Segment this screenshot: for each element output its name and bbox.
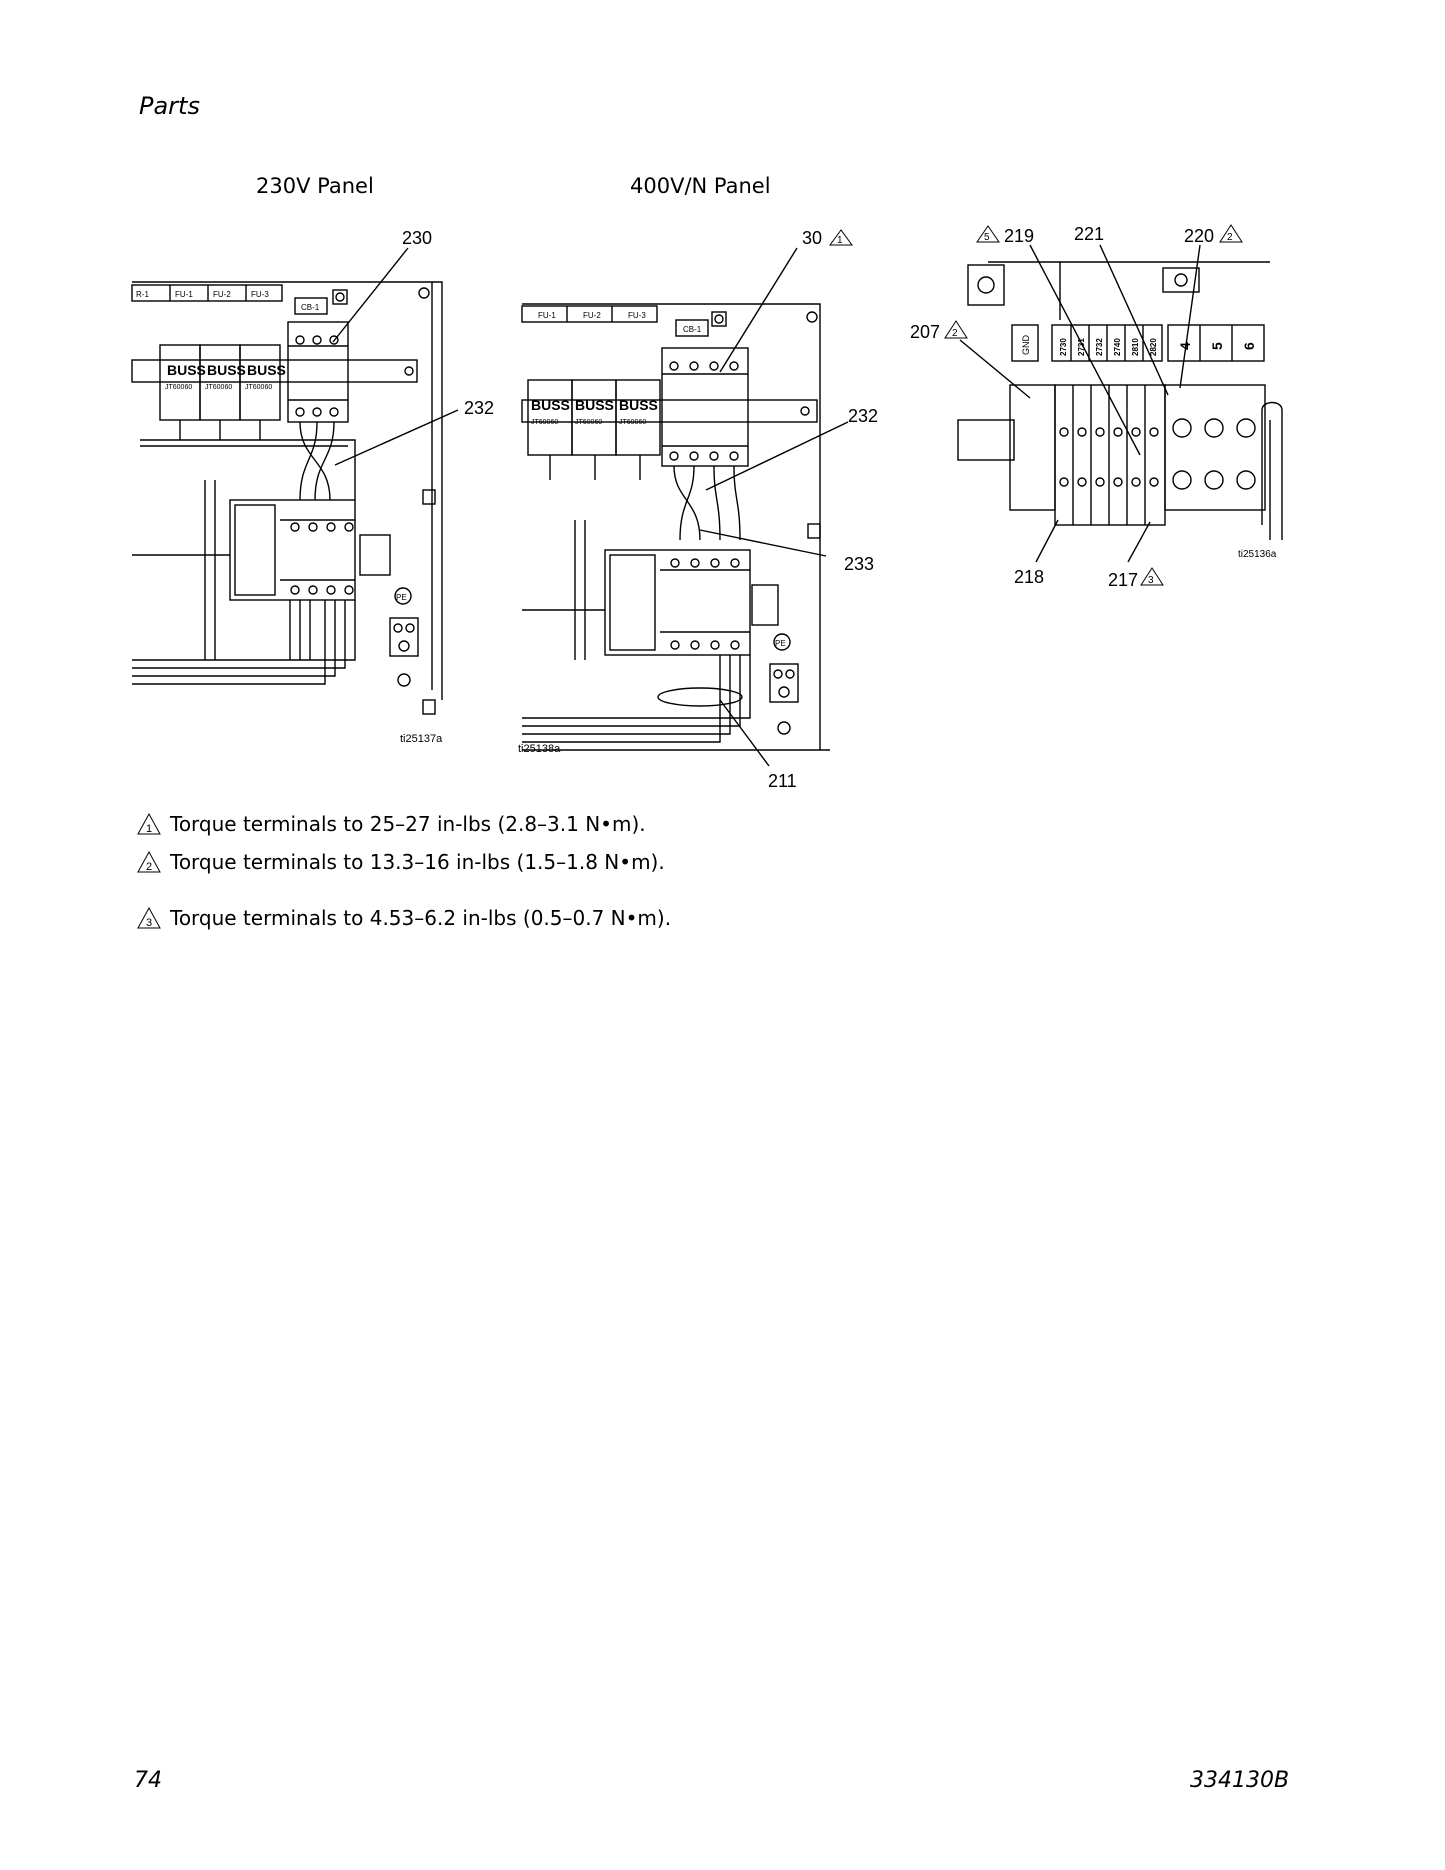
callout-232-left: 232: [464, 398, 494, 418]
note-3: 3 Torque terminals to 4.53–6.2 in-lbs (0…: [136, 904, 696, 932]
fuse-code-6: JT60060: [619, 419, 646, 426]
tb-label-2740: 2740: [1113, 338, 1122, 356]
svg-text:3: 3: [146, 917, 152, 929]
panel-title-230v: 230V Panel: [256, 174, 374, 198]
label-fu1-b: FU-1: [538, 311, 556, 320]
buss-logo-1: BUSS: [167, 362, 206, 378]
note-1-text: Torque terminals to 25–27 in-lbs (2.8–3.…: [170, 812, 646, 836]
pe-label-400: PE: [775, 639, 786, 648]
panel-title-400v: 400V/N Panel: [630, 174, 771, 198]
ref-code-tb: ti25136a: [1238, 549, 1277, 560]
tb-label-2731: 2731: [1077, 338, 1086, 356]
label-fu2-b: FU-2: [583, 311, 601, 320]
callout-219-mark: 5: [984, 232, 990, 243]
tb-label-6: 6: [1241, 342, 1257, 350]
label-cb1-b: CB-1: [683, 325, 702, 334]
fuse-code-3: JT60060: [245, 384, 272, 391]
callout-218: 218: [1014, 567, 1044, 587]
label-fu3-b: FU-3: [628, 311, 646, 320]
section-header: Parts: [139, 92, 200, 120]
buss-logo-3: BUSS: [247, 362, 286, 378]
callout-221: 221: [1074, 224, 1104, 244]
note-3-text: Torque terminals to 4.53–6.2 in-lbs (0.5…: [170, 906, 672, 930]
buss-logo-5: BUSS: [575, 397, 614, 413]
tb-label-4: 4: [1177, 342, 1193, 350]
label-r1: R-1: [136, 290, 149, 299]
note-3-triangle-icon: 3: [137, 906, 161, 929]
note-2: 2 Torque terminals to 13.3–16 in-lbs (1.…: [136, 848, 696, 876]
fuse-code-4: JT60060: [531, 419, 558, 426]
label-fu3: FU-3: [251, 290, 269, 299]
label-fu1: FU-1: [175, 290, 193, 299]
buss-logo-2: BUSS: [207, 362, 246, 378]
svg-text:1: 1: [146, 823, 152, 835]
panel-400v-drawing: FU-1 FU-2 FU-3 CB-1 BUSS BUSS BUSS JT600…: [518, 228, 878, 791]
callout-30: 30: [802, 228, 822, 248]
tb-label-2820: 2820: [1149, 338, 1158, 356]
callout-207-mark: 2: [952, 328, 958, 339]
label-cb1: CB-1: [301, 303, 320, 312]
ref-code-400: ti25138a: [518, 743, 561, 755]
callout-211: 211: [768, 771, 797, 791]
note-1-triangle-icon: 1: [137, 812, 161, 835]
callout-220-mark: 2: [1227, 232, 1233, 243]
fuse-code-1: JT60060: [165, 384, 192, 391]
ref-code-230: ti25137a: [400, 733, 443, 745]
note-2-text: Torque terminals to 13.3–16 in-lbs (1.5–…: [170, 850, 665, 874]
pe-label-230: PE: [396, 593, 407, 602]
callout-219: 219: [1004, 226, 1034, 246]
callout-207: 207: [910, 322, 940, 342]
callout-217-mark: 3: [1148, 575, 1154, 586]
page-number: 74: [134, 1768, 162, 1793]
callout-232-right: 232: [848, 406, 878, 426]
tb-label-2730: 2730: [1059, 338, 1068, 356]
buss-logo-4: BUSS: [531, 397, 570, 413]
document-number: 334130B: [1190, 1768, 1290, 1793]
callout-217: 217: [1108, 570, 1138, 590]
buss-logo-6: BUSS: [619, 397, 658, 413]
callout-230: 230: [402, 228, 432, 248]
terminal-block-detail: GND 2730 2731 2732 2740 2810 2820 4 5 6 …: [910, 224, 1283, 590]
callout-30-mark: 1: [837, 235, 843, 246]
wiring-diagrams: R-1 FU-1 FU-2 FU-3 CB-1 BUSS BUSS BUSS J…: [131, 224, 1283, 791]
panel-230v-drawing: R-1 FU-1 FU-2 FU-3 CB-1 BUSS BUSS BUSS J…: [131, 228, 494, 745]
callout-233: 233: [844, 554, 874, 574]
note-2-triangle-icon: 2: [137, 850, 161, 873]
fuse-code-5: JT60060: [575, 419, 602, 426]
fuse-code-2: JT60060: [205, 384, 232, 391]
tb-label-5: 5: [1209, 342, 1225, 350]
tb-label-2810: 2810: [1131, 338, 1140, 356]
tb-label-gnd: GND: [1021, 335, 1031, 356]
note-1: 1 Torque terminals to 25–27 in-lbs (2.8–…: [136, 810, 696, 838]
callout-220: 220: [1184, 226, 1214, 246]
svg-text:2: 2: [146, 861, 152, 873]
tb-label-2732: 2732: [1095, 338, 1104, 356]
label-fu2: FU-2: [213, 290, 231, 299]
